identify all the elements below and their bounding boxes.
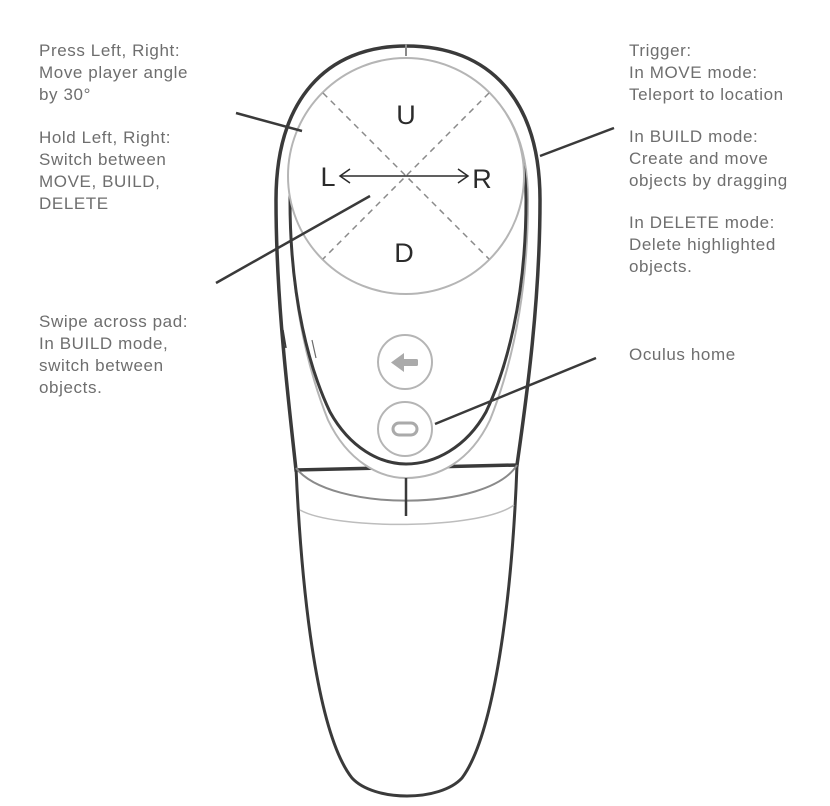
note-line: Create and move xyxy=(629,149,769,168)
note-line: switch between xyxy=(39,356,164,375)
note-line: Switch between xyxy=(39,150,167,169)
note-line: by 30° xyxy=(39,85,91,104)
note-line: Trigger: xyxy=(629,41,692,60)
note-build-mode: In BUILD mode: Create and move objects b… xyxy=(629,126,788,192)
note-line: In BUILD mode: xyxy=(629,127,759,146)
note-line: In BUILD mode, xyxy=(39,334,169,353)
note-press-left-right: Press Left, Right: Move player angle by … xyxy=(39,40,188,106)
controller-collar-lower xyxy=(299,504,515,526)
pad-label-left: L xyxy=(320,162,335,192)
pad-label-right: R xyxy=(472,164,492,194)
back-button[interactable] xyxy=(377,334,433,390)
note-line: Delete highlighted xyxy=(629,235,776,254)
note-line: Press Left, Right: xyxy=(39,41,181,60)
note-line: Hold Left, Right: xyxy=(39,128,172,147)
note-swipe: Swipe across pad: In BUILD mode, switch … xyxy=(39,311,188,399)
callout-line-trigger xyxy=(539,126,615,158)
callout-line-home xyxy=(434,356,597,426)
grip-mark xyxy=(282,329,287,349)
controller-handle xyxy=(294,464,519,798)
callout-line-swipe xyxy=(215,194,371,285)
pad-label-up: U xyxy=(396,100,416,130)
note-line: In DELETE mode: xyxy=(629,213,776,232)
left-right-arrow-icon xyxy=(338,168,470,184)
note-line: Teleport to location xyxy=(629,85,784,104)
note-delete-mode: In DELETE mode: Delete highlighted objec… xyxy=(629,212,776,278)
note-line: objects. xyxy=(39,378,103,397)
note-hold-left-right: Hold Left, Right: Switch between MOVE, B… xyxy=(39,127,171,215)
note-line: DELETE xyxy=(39,194,109,213)
grip-mark xyxy=(311,339,317,359)
callout-line-press xyxy=(235,111,303,133)
controller-collar xyxy=(295,464,518,502)
home-button[interactable] xyxy=(377,401,433,457)
oculus-home-icon xyxy=(391,421,419,437)
note-line: objects by dragging xyxy=(629,171,788,190)
note-line: objects. xyxy=(629,257,693,276)
note-line: Oculus home xyxy=(629,345,736,364)
note-line: In MOVE mode: xyxy=(629,63,758,82)
note-trigger: Trigger: In MOVE mode: Teleport to locat… xyxy=(629,40,784,106)
note-line: Swipe across pad: xyxy=(39,312,189,331)
pad-label-down: D xyxy=(394,238,414,268)
note-line: MOVE, BUILD, xyxy=(39,172,161,191)
note-line: Move player angle xyxy=(39,63,189,82)
note-oculus-home: Oculus home xyxy=(629,344,736,366)
back-arrow-icon xyxy=(391,353,418,372)
